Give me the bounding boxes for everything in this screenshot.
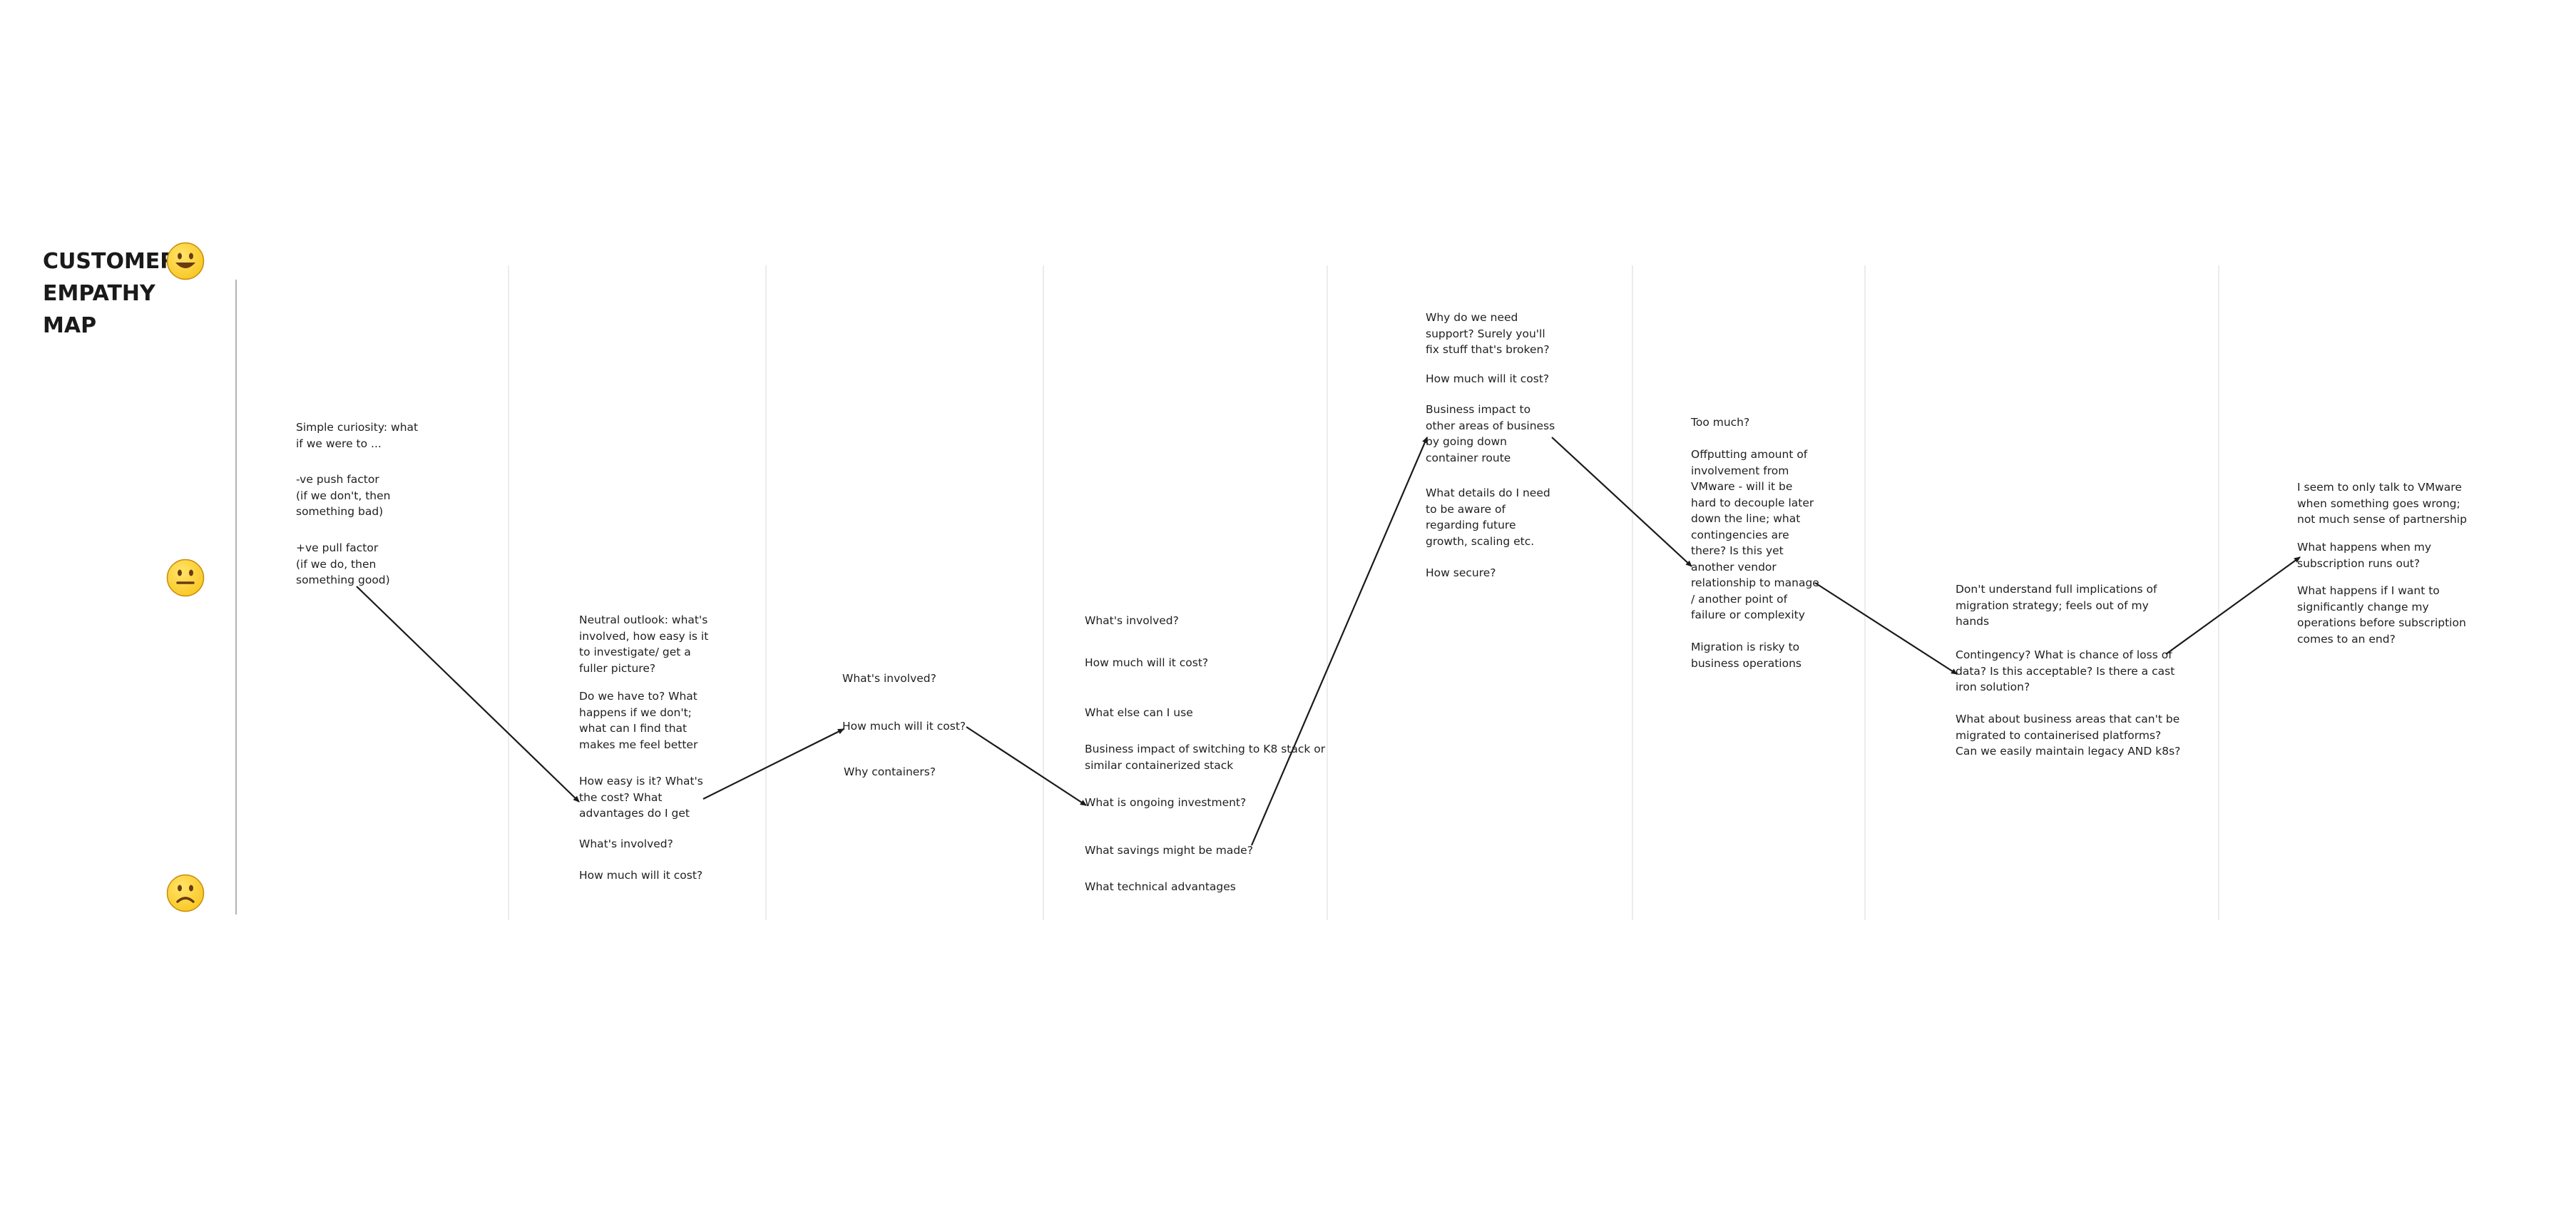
stage-4-note: What's involved? — [1085, 614, 1179, 627]
stage-8-note: What happens when my subscription runs o… — [2297, 541, 2432, 570]
stage-4-note: What technical advantages — [1085, 880, 1236, 893]
map-title: CUSTOMER EMPATHY MAP — [43, 249, 177, 338]
stage-5-note: Why do we need support? Surely you'll fi… — [1426, 311, 1550, 356]
happy-face-icon — [165, 241, 205, 281]
stage-7-note: What about business areas that can't be … — [1956, 713, 2181, 758]
stage-6-note: Offputting amount of involvement from VM… — [1691, 448, 1819, 621]
journey-connector — [2165, 556, 2301, 655]
journey-connector — [966, 726, 1087, 806]
stage-5-note: How secure? — [1426, 566, 1496, 579]
journey-connector — [356, 586, 580, 803]
stage-8-note: What happens if I want to significantly … — [2297, 584, 2466, 646]
stage-6-note: Too much? — [1691, 416, 1750, 429]
stage-5-note: How much will it cost? — [1426, 372, 1550, 385]
stage-4-note: What is ongoing investment? — [1085, 796, 1247, 809]
stage-3-note: How much will it cost? — [842, 720, 966, 733]
stage-1-note: +ve pull factor (if we do, then somethin… — [296, 541, 390, 586]
stage-5-note: What details do I need to be aware of re… — [1426, 487, 1550, 548]
frown-mouth — [176, 897, 195, 903]
journey-connector — [1250, 437, 1428, 846]
stage-5-note: Business impact to other areas of busine… — [1426, 403, 1555, 464]
stage-6-note: Migration is risky to business operation… — [1691, 641, 1801, 670]
stage-2-note: Do we have to? What happens if we don't;… — [579, 690, 698, 751]
stage-2-note: Neutral outlook: what's involved, how ea… — [579, 613, 709, 675]
stage-3-note: Why containers? — [844, 765, 936, 778]
stage-7-note: Don't understand full implications of mi… — [1956, 583, 2157, 628]
journey-connector — [1814, 582, 1958, 675]
stage-3-note: What's involved? — [842, 672, 936, 685]
stage-4-note: What else can I use — [1085, 706, 1193, 719]
journey-connector — [702, 728, 844, 800]
stage-7-note: Contingency? What is chance of loss of d… — [1956, 648, 2175, 693]
stage-2-note: How much will it cost? — [579, 869, 703, 882]
smile-mouth — [175, 263, 195, 268]
stage-2-note: What's involved? — [579, 837, 673, 850]
stage-2-note: How easy is it? What's the cost? What ad… — [579, 775, 703, 820]
sad-face-icon — [165, 873, 205, 913]
stage-1-note: Simple curiosity: what if we were to ... — [296, 421, 419, 450]
journey-connector — [1551, 437, 1692, 567]
stage-4-note: How much will it cost? — [1085, 656, 1209, 669]
neutral-face-icon — [165, 558, 205, 598]
stage-1-note: -ve push factor (if we don't, then somet… — [296, 473, 391, 518]
stage-8-note: I seem to only talk to VMware when somet… — [2297, 481, 2467, 526]
stage-4-note: What savings might be made? — [1085, 844, 1253, 857]
stage-4-note: Business impact of switching to K8 stack… — [1085, 743, 1326, 772]
